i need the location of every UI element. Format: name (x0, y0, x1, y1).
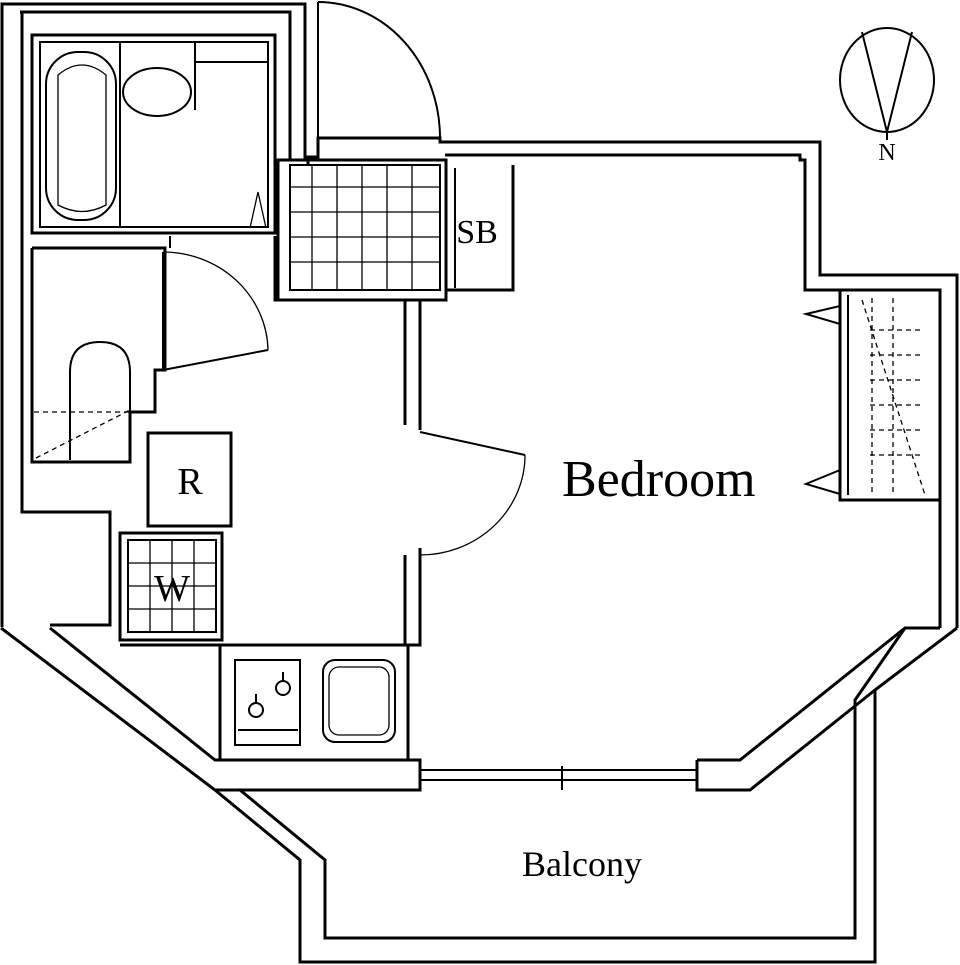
toilet-door (162, 251, 269, 371)
sink-icon (122, 67, 192, 117)
kitchen-sink-icon (322, 659, 396, 743)
toilet-icon (69, 340, 131, 460)
bedroom-door (419, 431, 526, 556)
washer-label: W (154, 568, 190, 610)
closet (802, 290, 940, 502)
entrance-tiles (276, 158, 515, 302)
balcony-window (420, 766, 697, 790)
entry-door (317, 1, 441, 139)
balcony-label: Balcony (522, 844, 642, 884)
interior-walls (273, 236, 422, 647)
kitchen (120, 643, 410, 762)
stove-burner-icon (248, 672, 291, 718)
washer (118, 531, 224, 642)
north-arrow-icon (839, 27, 935, 140)
refrigerator (146, 431, 233, 528)
toilet-room (30, 236, 171, 464)
bathtub-icon (45, 51, 117, 221)
north-label: N (878, 140, 895, 166)
bedroom-label: Bedroom (562, 451, 756, 508)
refrigerator-label: R (177, 461, 203, 503)
shoe-box-label: SB (456, 214, 498, 251)
bathroom (30, 33, 277, 235)
